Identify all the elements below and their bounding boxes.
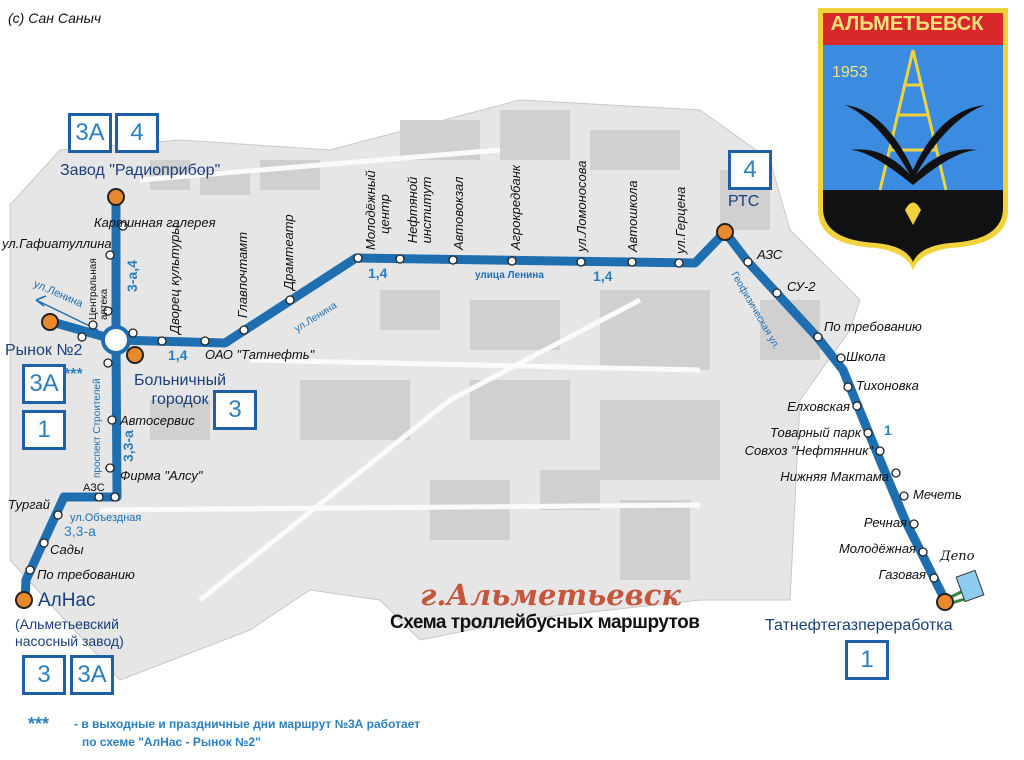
terminal-rts: РТС — [728, 193, 760, 210]
route-label-south: 3,3-а — [120, 430, 136, 462]
street-obezdnaya: ул.Объездная — [70, 512, 142, 524]
stop-east: Газовая — [878, 567, 926, 582]
footnote-marker: *** — [64, 366, 83, 383]
stop-east: Мечеть — [913, 487, 962, 502]
stop-east: По требованию — [824, 319, 922, 334]
stop-sady: Сады — [50, 542, 84, 557]
route-box-4: 4 — [728, 150, 772, 190]
stop-east: СУ-2 — [787, 279, 816, 294]
stop-dramteatr: Драмтеатр — [281, 214, 296, 290]
stop-avtoservis: Автосервис — [120, 413, 195, 428]
stop-turgai: Тургай — [8, 497, 50, 512]
route-box-3a: 3А — [22, 364, 66, 404]
roundabout — [101, 325, 131, 355]
stop-alsu: Фирма "Алсу" — [120, 468, 203, 483]
stop-east: Речная — [863, 515, 907, 530]
route-label-lenina: 1,4 — [168, 347, 188, 363]
stop-east: Молодёжная — [838, 541, 916, 556]
streets — [99, 147, 701, 602]
terminal-radiopribor: Завод "Радиоприбор" — [60, 162, 221, 179]
lenina-direction-arrow — [35, 295, 99, 331]
stop-east: Нижняя Мактама — [780, 469, 889, 484]
footnote-line-2: по схеме "АлНас - Рынок №2" — [82, 735, 261, 749]
city-blocks — [150, 110, 820, 580]
route-label-east: 1 — [884, 422, 892, 438]
copyright: (c) Сан Саныч — [8, 10, 102, 26]
route-box-3a: 3А — [68, 113, 112, 153]
stop-apteka: Центральная аптека — [88, 258, 110, 320]
route-box-3a: 3А — [70, 655, 114, 695]
map-subtitle: Схема троллейбусных маршрутов — [390, 612, 700, 633]
route-label-lenina: 1,4 — [368, 265, 388, 281]
route-line-south — [20, 339, 122, 601]
stop-east: Товарный парк — [769, 425, 861, 440]
stop-gertsena: ул.Герцена — [673, 186, 688, 254]
stops — [25, 221, 939, 583]
stop-dvorets: Дворец культуры — [167, 225, 182, 334]
terminal-stops — [15, 188, 954, 611]
route-box-3: 3 — [213, 390, 257, 430]
route-label-north: 3-а,4 — [124, 260, 140, 292]
street-stroitelei: проспект Строителей — [92, 378, 103, 478]
stop-glavpochtamt: Главпочтамт — [235, 231, 250, 318]
route-box-3: 3 — [22, 655, 66, 695]
stop-tatneft: ОАО "Татнефть" — [205, 347, 315, 362]
route-box-4: 4 — [115, 113, 159, 153]
stop-east: Тихоновка — [856, 378, 919, 393]
route-box-1: 1 — [845, 640, 889, 680]
stop-gafiatullina: ул.Гафиатуллина — [2, 236, 112, 251]
terminal-alnas-full-1: (Альметьевский — [15, 616, 119, 632]
stop-east: Совхоз "Нефтянник" — [744, 443, 873, 458]
terminal-bolnichny: Больничный городок — [133, 372, 227, 408]
route-box-1: 1 — [22, 410, 66, 450]
emblem-year: 1953 — [832, 64, 868, 81]
stop-avtovokzal: Автовокзал — [451, 176, 466, 250]
stop-po-treb: По требованию — [37, 567, 135, 582]
stop-neft-inst: Нефтяной институт — [405, 176, 434, 244]
stop-lomonosova: ул.Ломоносова — [574, 160, 589, 252]
stop-agrokredbank: Агрокредбанк — [508, 164, 523, 250]
stop-east: Елховская — [787, 399, 850, 414]
emblem-city-name: АЛЬМЕТЬЕВСК — [830, 13, 984, 35]
terminal-alnas: АлНас — [38, 590, 96, 611]
route-label-lenina: 1,4 — [593, 268, 613, 284]
street-lenina-main: улица Ленина — [475, 270, 544, 281]
map-title: г.Альметьевск — [420, 578, 681, 612]
stop-azs: АЗС — [83, 482, 105, 494]
footnote-mark: *** — [28, 714, 50, 734]
stop-kartinnaya: Картинная галерея — [94, 215, 216, 230]
stop-molodezh: Молодёжный центр — [363, 170, 392, 250]
city-emblem — [818, 8, 1008, 270]
route-label-obezd: 3,3-а — [64, 523, 96, 539]
stop-avtoshkola: Автошкола — [625, 180, 640, 252]
footnote-line-1: - в выходные и праздничные дни маршрут №… — [74, 717, 421, 731]
depot-label: Депо — [940, 549, 975, 564]
terminal-alnas-full-2: насосный завод) — [15, 633, 124, 649]
terminal-rynok2: Рынок №2 — [5, 342, 83, 359]
stop-east: Школа — [846, 349, 886, 364]
terminal-tngpr: Татнефтегазпереработка — [765, 617, 953, 634]
stop-east: АЗС — [757, 247, 783, 262]
